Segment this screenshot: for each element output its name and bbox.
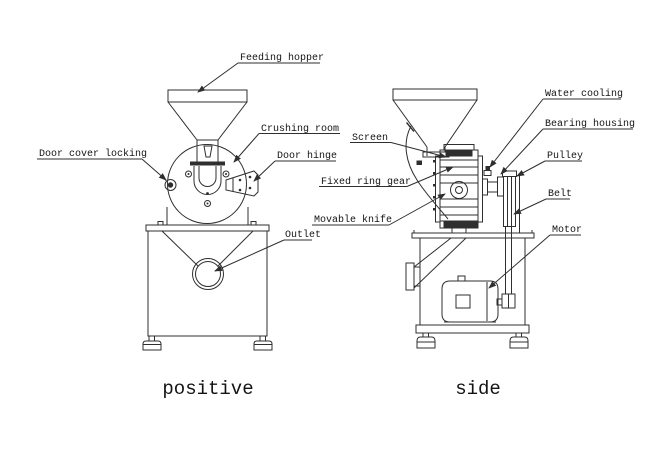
label-belt: Belt — [548, 188, 572, 200]
caption-front-view: positive — [162, 378, 253, 400]
side-water-pipe — [405, 125, 449, 220]
front-view-annotations: Feeding hopper Crushing room Door cover … — [37, 52, 340, 272]
front-door-hinge — [225, 170, 259, 197]
side-view-annotations: Screen Fixed ring gear Movable knife Wat… — [312, 88, 635, 289]
label-crushing-room: Crushing room — [261, 123, 339, 135]
front-crushing-chamber — [166, 144, 249, 225]
side-feet — [416, 332, 529, 349]
front-feet — [142, 335, 273, 351]
front-feeding-hopper — [167, 89, 248, 164]
caption-side-view: side — [455, 378, 501, 400]
leader-movable-knife — [312, 193, 446, 226]
leader-screen — [350, 142, 447, 159]
side-bearing-housing — [482, 176, 504, 197]
leader-crushing-room — [233, 133, 340, 163]
side-water-fitting — [483, 166, 492, 176]
leader-water-cooling — [489, 98, 621, 168]
side-view-drawing — [392, 88, 535, 349]
leader-pulley — [516, 160, 582, 177]
leader-door-hinge — [253, 160, 336, 182]
label-outlet: Outlet — [285, 229, 321, 241]
side-outlet-spout — [405, 262, 415, 291]
front-view-drawing — [142, 89, 273, 351]
side-grinding-head — [433, 144, 483, 234]
leader-belt — [513, 198, 570, 215]
front-outlet-circle — [192, 258, 224, 290]
label-door-cover-locking: Door cover locking — [39, 148, 147, 160]
label-screen: Screen — [352, 133, 388, 144]
side-pulley — [502, 170, 520, 233]
leader-door-cover-locking — [37, 158, 167, 181]
label-feeding-hopper: Feeding hopper — [240, 52, 324, 64]
leader-fixed-ring-gear — [319, 166, 454, 187]
side-cabinet — [405, 230, 535, 334]
label-water-cooling: Water cooling — [545, 88, 623, 100]
label-motor: Motor — [552, 225, 582, 236]
label-bearing-housing: Bearing housing — [545, 118, 635, 130]
front-cabinet — [145, 221, 270, 337]
label-door-hinge: Door hinge — [277, 150, 337, 162]
side-motor — [441, 275, 503, 323]
label-movable-knife: Movable knife — [314, 214, 392, 226]
label-pulley: Pulley — [547, 150, 583, 162]
leader-motor — [488, 234, 581, 289]
leader-outlet — [214, 239, 312, 272]
label-fixed-ring-gear: Fixed ring gear — [321, 176, 411, 188]
leader-bearing-housing — [500, 128, 633, 175]
leader-feeding-hopper — [197, 62, 320, 93]
